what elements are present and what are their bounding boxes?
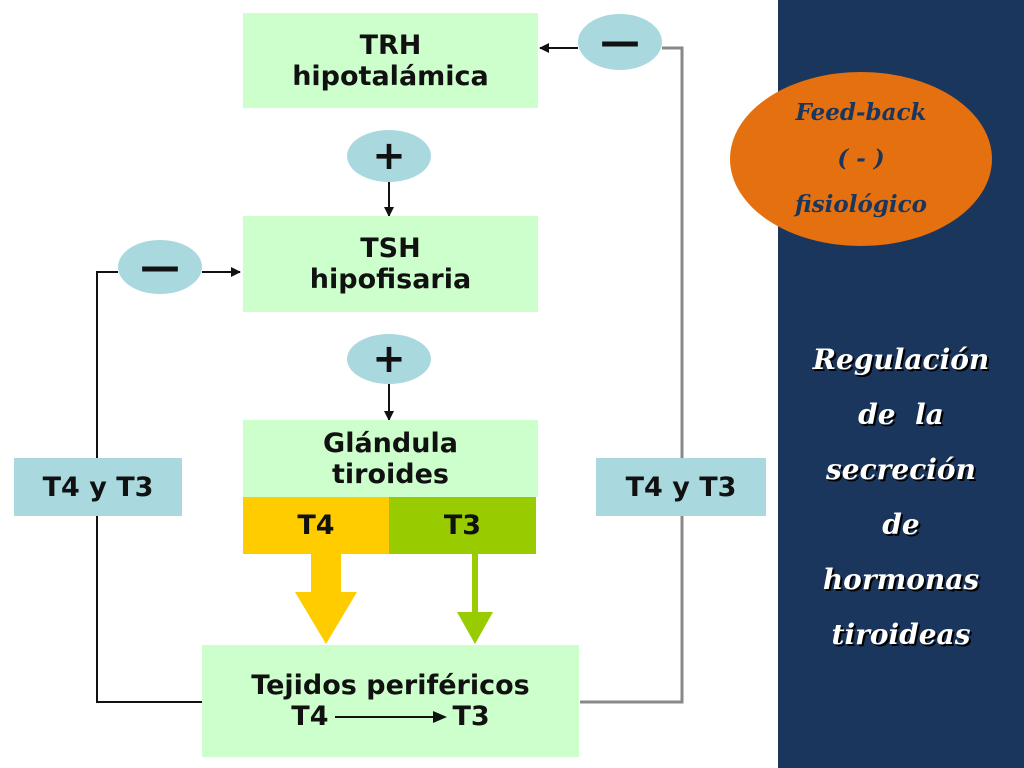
plus-sign-tsh-gland: + [347, 334, 431, 384]
right-feedback-line [580, 46, 684, 704]
peripheral-tissues-box: Tejidos periféricos T4 T3 [202, 645, 579, 757]
tsh-label: TSH [360, 233, 421, 264]
t4-strip: T4 [243, 497, 389, 554]
trh-sublabel: hipotalámica [292, 60, 489, 92]
thyroid-regulation-diagram: TRH hipotalámica — + TSH hipofisaria — +… [14, 13, 766, 757]
feedback-bubble: Feed-back ( - ) fisiológico [730, 72, 992, 246]
bubble-line-2: ( - ) [837, 145, 885, 172]
thyroid-gland-box: Glándula tiroides [243, 420, 538, 497]
t4-to-t3-conversion: T4 T3 [291, 701, 489, 732]
title-line-4: de [882, 508, 920, 541]
gland-sublabel: tiroides [332, 458, 449, 490]
title-line-1: Regulación [812, 343, 990, 376]
conversion-to: T3 [452, 701, 490, 732]
right-feedback-label-box: T4 y T3 [596, 458, 766, 516]
gland-label: Glándula [323, 427, 458, 459]
minus-sign-top: — [578, 14, 662, 70]
tsh-box: TSH hipofisaria [243, 216, 538, 312]
left-feedback-label-box: T4 y T3 [14, 458, 182, 516]
slide-title: Regulación de la secreción de hormonas t… [790, 332, 1012, 662]
bubble-line-1: Feed-back [795, 99, 927, 126]
tsh-sublabel: hipofisaria [309, 264, 472, 295]
plus-sign-trh-tsh: + [347, 130, 431, 182]
title-line-5: hormonas [822, 563, 980, 596]
bubble-line-3: fisiológico [795, 191, 927, 218]
t4-release-arrow [295, 554, 357, 644]
title-line-3: secreción [826, 453, 976, 486]
conversion-from: T4 [291, 701, 329, 732]
title-line-6: tiroideas [831, 618, 971, 651]
title-line-2: de la [858, 398, 944, 431]
t3-release-arrow [457, 554, 493, 644]
tissues-label: Tejidos periféricos [251, 670, 530, 701]
conversion-arrow [334, 710, 447, 723]
minus-sign-left: — [118, 240, 202, 294]
t3-strip: T3 [389, 497, 536, 554]
trh-box: TRH hipotalámica [243, 13, 538, 108]
trh-label: TRH [359, 29, 422, 61]
